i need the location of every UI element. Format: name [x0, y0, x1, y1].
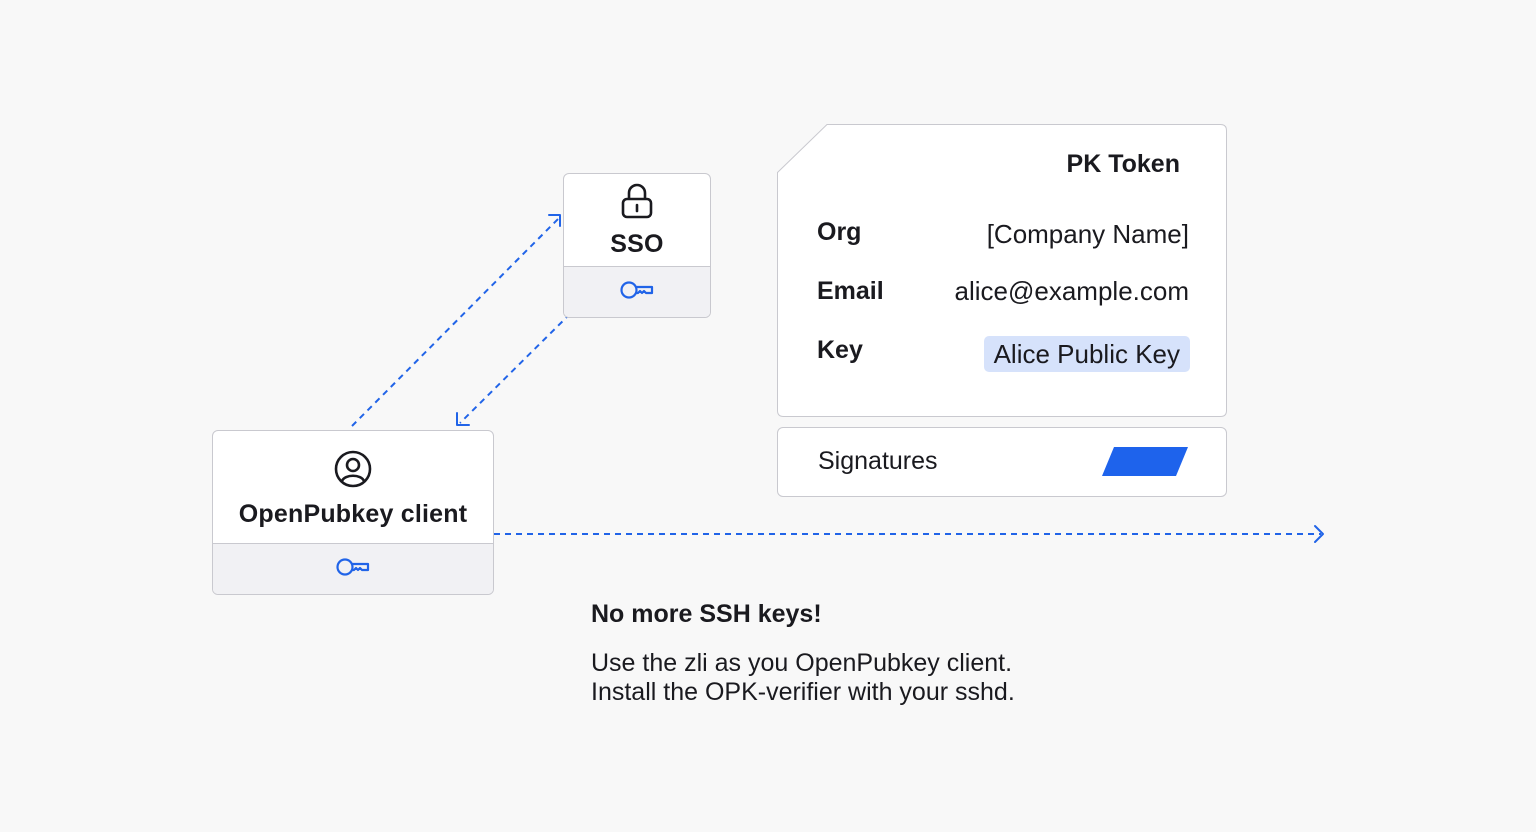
- signature-block: [1102, 447, 1188, 482]
- client-title: OpenPubkey client: [238, 499, 468, 528]
- sso-node-header: SSO: [564, 174, 710, 268]
- sso-title: SSO: [610, 230, 664, 258]
- arrow-client-to-sso: [351, 217, 560, 427]
- field-label-org: Org: [817, 218, 862, 246]
- sso-node: SSO: [563, 173, 711, 318]
- sso-node-footer: [564, 266, 710, 317]
- field-label-email: Email: [817, 277, 884, 305]
- user-circle-icon: [333, 449, 373, 494]
- caption-line-1: Use the zli as you OpenPubkey client.: [591, 649, 1013, 677]
- arrowhead-to-server: [1314, 525, 1324, 543]
- pk-token-card: PK Token Org [Company Name] Email alice@…: [777, 124, 1227, 417]
- signatures-row: Signatures: [777, 427, 1227, 497]
- field-value-email: alice@example.com: [954, 276, 1189, 306]
- key-icon: [619, 280, 655, 305]
- signatures-label: Signatures: [818, 447, 938, 475]
- field-value-org: [Company Name]: [986, 219, 1189, 249]
- arrowhead-to-sso: [548, 214, 561, 227]
- arrowhead-to-client: [456, 412, 470, 426]
- lock-icon: [620, 183, 654, 224]
- client-node-header: OpenPubkey client: [213, 431, 493, 546]
- field-value-key: Alice Public Key: [983, 336, 1190, 372]
- arrow-sso-to-client: [459, 305, 579, 424]
- caption-title: No more SSH keys!: [591, 600, 822, 628]
- field-label-key: Key: [817, 336, 863, 364]
- key-icon: [335, 557, 371, 582]
- openpubkey-client-node: OpenPubkey client: [212, 430, 494, 595]
- caption-line-2: Install the OPK-verifier with your sshd.: [591, 678, 1015, 706]
- client-node-footer: [213, 543, 493, 594]
- pk-token-title: PK Token: [1066, 150, 1180, 178]
- caption: No more SSH keys! Use the zli as you Ope…: [591, 600, 1291, 707]
